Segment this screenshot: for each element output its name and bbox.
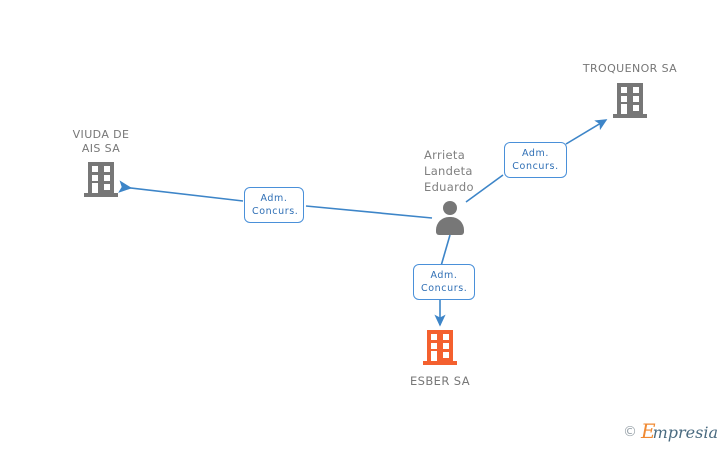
building-door — [621, 104, 627, 114]
building-window — [633, 87, 639, 93]
building-window — [621, 96, 627, 102]
node-label-esber-sa: ESBER SA — [410, 374, 470, 388]
node-arrieta-landeta-eduardo[interactable] — [432, 201, 468, 235]
edge-to-viuda-de-ais-sa[interactable] — [118, 180, 433, 219]
building-window — [621, 87, 627, 93]
building-window — [104, 184, 110, 190]
edge-label-to-viuda-de-ais-sa[interactable]: Adm. Concurs. — [244, 187, 304, 223]
building-base — [423, 361, 457, 365]
node-esber-sa[interactable]: ESBER SA — [385, 330, 495, 388]
node-label-viuda-de-ais-sa: VIUDA DE AIS SA — [72, 128, 130, 155]
edge-to-troquenor-sa[interactable] — [465, 119, 608, 203]
building-window — [92, 166, 98, 172]
building-icon — [613, 83, 647, 119]
building-window — [443, 343, 449, 349]
building-window — [633, 96, 639, 102]
person-head — [443, 201, 457, 215]
building-base — [613, 114, 647, 118]
building-window — [104, 166, 110, 172]
building-window — [443, 334, 449, 340]
watermark-empresia: © Empresia — [622, 419, 718, 443]
edge-label-to-troquenor-sa[interactable]: Adm. Concurs. — [504, 142, 567, 178]
copyright-icon: © — [622, 424, 637, 440]
building-icon — [423, 330, 457, 366]
building-door — [92, 183, 98, 193]
building-door — [431, 351, 437, 361]
building-window — [431, 343, 437, 349]
building-base — [84, 193, 118, 197]
node-label-arrieta-landeta-eduardo: Arrieta Landeta Eduardo — [424, 148, 474, 194]
person-body — [436, 217, 464, 235]
building-window — [431, 334, 437, 340]
edge-label-to-esber-sa[interactable]: Adm. Concurs. — [413, 264, 475, 300]
brand-name: Empresia — [640, 419, 718, 443]
node-troquenor-sa[interactable]: TROQUENOR SA — [570, 62, 690, 119]
building-window — [443, 352, 449, 358]
building-window — [104, 175, 110, 181]
building-window — [92, 175, 98, 181]
node-viuda-de-ais-sa[interactable]: VIUDA DE AIS SA — [46, 128, 156, 198]
building-window — [633, 105, 639, 111]
edge-to-esber-sa[interactable] — [434, 234, 451, 327]
person-icon — [432, 201, 468, 235]
building-icon — [84, 162, 118, 198]
node-label-troquenor-sa: TROQUENOR SA — [582, 62, 678, 75]
